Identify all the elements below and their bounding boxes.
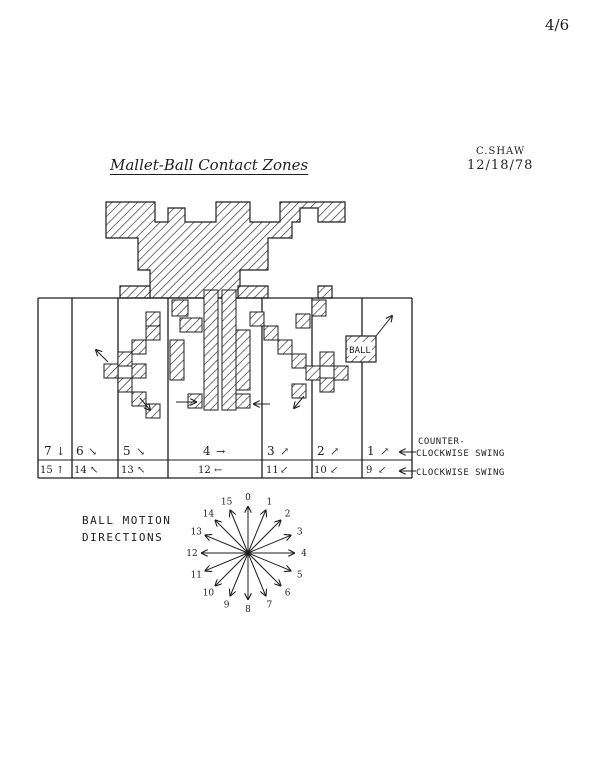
zone-4-counter-label: 4 xyxy=(203,444,211,458)
ball-motion-label-line1: BALL MOTION xyxy=(82,514,172,527)
direction-11-label: 11 xyxy=(191,570,202,580)
ball-label: BALL xyxy=(349,346,371,356)
zone-1-counter-arrow: ↗ xyxy=(380,445,389,458)
direction-7-label: 7 xyxy=(267,601,273,611)
direction-14-label: 14 xyxy=(203,509,215,519)
contact-blocks xyxy=(103,289,349,419)
direction-1-label: 1 xyxy=(267,497,273,507)
author-name: C.SHAW xyxy=(476,146,526,157)
zone-6-counter-label: 6 xyxy=(76,444,84,458)
zone-11-clockwise-arrow: ↙ xyxy=(280,465,288,476)
mallet-right-foot xyxy=(317,285,333,299)
direction-2-label: 2 xyxy=(285,509,291,519)
page-title: Mallet-Ball Contact Zones xyxy=(110,156,309,174)
direction-3-arrow xyxy=(247,535,291,554)
counter-swing-label-line1: COUNTER- xyxy=(418,437,465,447)
date: 12/18/78 xyxy=(467,158,534,173)
direction-3-label: 3 xyxy=(297,528,303,538)
zone-1-counter-label: 1 xyxy=(367,444,375,458)
zone-13-clockwise-arrow: ↖ xyxy=(137,465,145,476)
zone-2-counter-arrow: ↗ xyxy=(330,445,339,458)
direction-15-arrow xyxy=(230,511,249,554)
direction-13-arrow xyxy=(206,535,249,554)
direction-10-arrow xyxy=(216,552,249,586)
zone-11-clockwise-label: 11 xyxy=(266,465,279,476)
swing-labels: COUNTER- CLOCKWISE SWING CLOCKWISE SWING xyxy=(400,437,505,478)
zone-14-clockwise-label: 14 xyxy=(74,465,87,476)
zone-arrows xyxy=(96,350,305,410)
page-number: 4/6 xyxy=(545,16,570,34)
zone-7-counter-arrow: ↓ xyxy=(56,445,65,458)
zone-12-clockwise-label: 12 xyxy=(198,465,211,476)
zone-3-counter-label: 3 xyxy=(267,444,275,458)
direction-6-arrow xyxy=(247,552,281,586)
ball-motion-label-line2: DIRECTIONS xyxy=(82,531,164,544)
direction-8-label: 8 xyxy=(245,605,251,615)
direction-0-label: 0 xyxy=(245,493,251,503)
mallet-shape xyxy=(105,201,346,299)
zone-12-clockwise-arrow: ← xyxy=(214,465,222,476)
zone-10-clockwise-label: 10 xyxy=(314,465,327,476)
zone-15-clockwise-arrow: ↑ xyxy=(56,465,64,476)
direction-1-arrow xyxy=(247,511,266,554)
direction-4-label: 4 xyxy=(301,549,307,559)
direction-12-label: 12 xyxy=(186,549,197,559)
direction-5-label: 5 xyxy=(297,570,303,580)
direction-9-arrow xyxy=(230,552,249,596)
ball-motion-label: BALL MOTION DIRECTIONS xyxy=(82,512,171,546)
direction-6-label: 6 xyxy=(285,589,291,599)
zone-5-counter-label: 5 xyxy=(123,444,131,458)
zone-grid xyxy=(37,297,413,479)
direction-15-label: 15 xyxy=(221,497,233,507)
mallet-top xyxy=(105,201,346,299)
direction-7-arrow xyxy=(247,552,266,596)
zone-15-clockwise-label: 15 xyxy=(40,465,53,476)
zone-5-counter-arrow: ↘ xyxy=(136,445,145,458)
zone-6-counter-arrow: ↘ xyxy=(88,445,97,458)
direction-9-label: 9 xyxy=(224,601,230,611)
ball: BALL xyxy=(345,316,392,363)
zone-7-counter-label: 7 xyxy=(44,444,52,458)
zone-10-clockwise-arrow: ↙ xyxy=(330,465,338,476)
direction-14-arrow xyxy=(216,521,249,554)
direction-5-arrow xyxy=(247,552,291,571)
zone-3-counter-arrow: ↗ xyxy=(280,445,289,458)
zone-labels: 7 ↓ 15 ↑ 6 ↘ 14 ↖ 5 ↘ 13 ↖ 4 → 12 ← 3 ↗ … xyxy=(40,444,389,476)
zone-9-clockwise-label: 9 xyxy=(366,465,372,476)
zone-2-counter-label: 2 xyxy=(317,444,325,458)
counter-swing-label-line2: CLOCKWISE SWING xyxy=(416,449,505,459)
zone-13-clockwise-label: 13 xyxy=(121,465,134,476)
direction-2-arrow xyxy=(247,521,281,554)
zone-9-clockwise-arrow: ↙ xyxy=(378,465,386,476)
direction-10-label: 10 xyxy=(203,589,215,599)
zone-14-clockwise-arrow: ↖ xyxy=(90,465,98,476)
mallet-left-step xyxy=(119,285,151,299)
direction-13-label: 13 xyxy=(191,528,203,538)
direction-11-arrow xyxy=(206,552,249,571)
mallet-right-step xyxy=(237,285,269,299)
zone-4-counter-arrow: → xyxy=(216,445,225,458)
clockwise-swing-label: CLOCKWISE SWING xyxy=(416,468,505,478)
